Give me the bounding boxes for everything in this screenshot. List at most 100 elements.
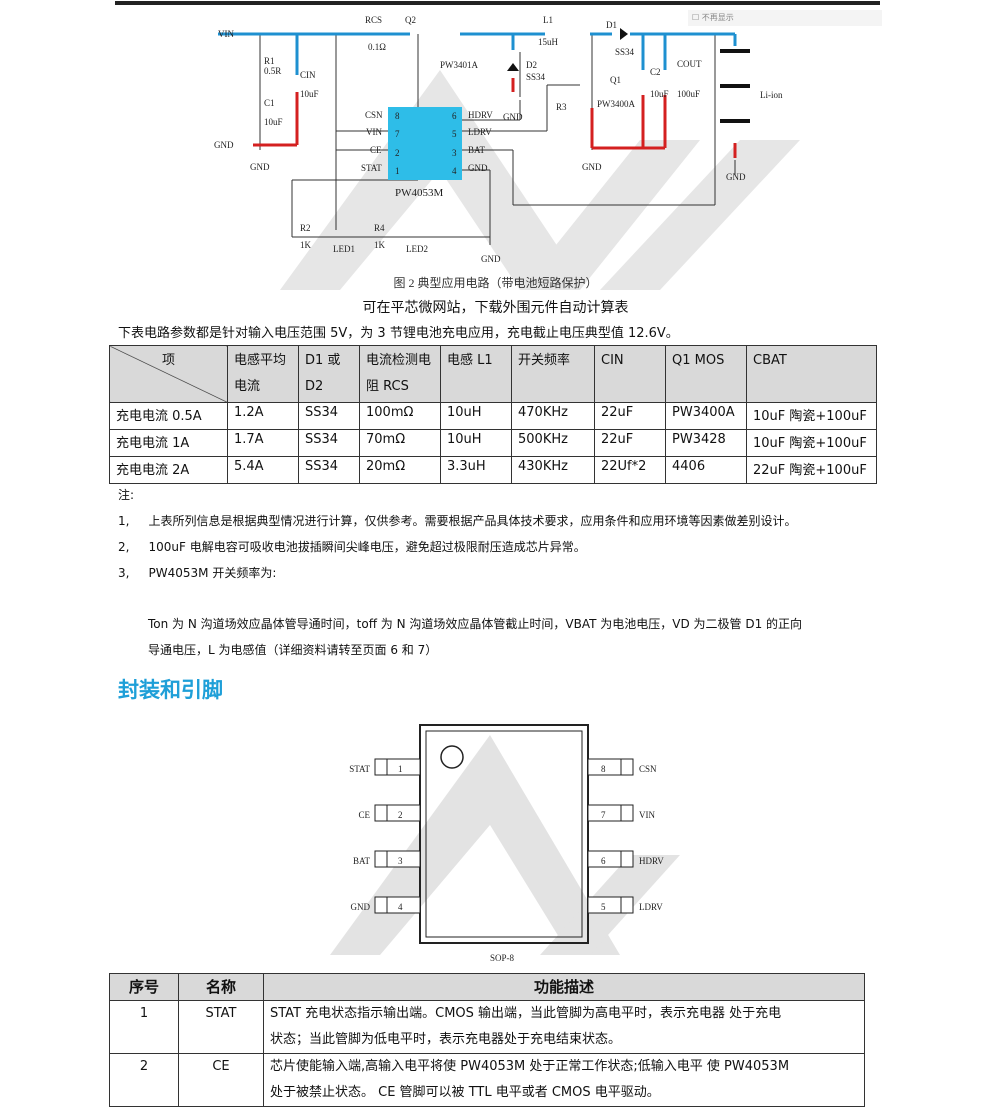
pin-ldrv: LDRV	[468, 127, 492, 137]
intro-text: 下表电路参数都是针对输入电压范围 5V，为 3 节锂电池充电应用，充电截止电压典…	[118, 326, 679, 341]
cell: 430KHz	[511, 456, 595, 484]
parameter-table: 项 电感平均电流 D1 或 D2 电流检测电阻 RCS 电感 L1 开关频率 C…	[109, 345, 877, 484]
schematic-diagram: VIN GND RCS 0.1Ω Q2 PW3401A L1 15uH D1 S…	[214, 15, 800, 290]
desc-line: 芯片使能输入端,高输入电平将使 PW4053M 处于正常工作状态;低输入电平 使…	[270, 1059, 790, 1074]
cell: CE	[178, 1053, 264, 1107]
cell: 2	[109, 1053, 179, 1107]
figure-caption: 图 2 典型应用电路（带电池短路保护）	[393, 276, 598, 290]
pin-number: 8	[601, 764, 606, 774]
header-cell: 名称	[178, 973, 264, 1001]
cell: 100mΩ	[359, 402, 441, 430]
d1-label: D1	[606, 20, 617, 30]
header-cell: 功能描述	[263, 973, 865, 1001]
cell: 充电电流 0.5A	[109, 402, 228, 430]
battery-cells	[720, 49, 750, 123]
r4-label: R4	[374, 223, 385, 233]
ic-chip	[388, 107, 462, 180]
c2-label: C2	[650, 67, 661, 77]
pin-hdrv: HDRV	[468, 110, 493, 120]
pin-csn: CSN	[365, 110, 383, 120]
cell: 1	[109, 1000, 179, 1054]
note-num: 1,	[118, 514, 130, 528]
pin-number: 7	[601, 810, 606, 820]
pin-name: STAT	[349, 764, 370, 774]
note-text: 上表所列信息是根据典型情况进行计算，仅供参考。需要根据产品具体技术要求，应用条件…	[148, 514, 797, 528]
cell: 500KHz	[511, 429, 595, 457]
note-num: 2,	[118, 540, 130, 554]
cell: 芯片使能输入端,高输入电平将使 PW4053M 处于正常工作状态;低输入电平 使…	[263, 1053, 865, 1107]
pin-name: CSN	[639, 764, 657, 774]
desc-line: 状态；当此管脚为低电平时，表示充电器处于充电结束状态。	[270, 1032, 622, 1047]
cell: 22Uf*2	[594, 456, 666, 484]
pin-name: HDRV	[639, 856, 664, 866]
header-cell: 项	[109, 345, 228, 403]
pin-8: 8	[395, 111, 400, 121]
note-3: 3, PW4053M 开关频率为:	[118, 564, 276, 581]
r2-label: R2	[300, 223, 311, 233]
pin-3: 3	[452, 148, 457, 158]
c1-value: 10uF	[264, 117, 283, 127]
gnd-symbol-label: GND	[582, 162, 602, 172]
cin-value: 10uF	[300, 89, 319, 99]
note-1: 1, 上表所列信息是根据典型情况进行计算，仅供参考。需要根据产品具体技术要求，应…	[118, 512, 797, 529]
c2-value: 10uF	[650, 89, 669, 99]
section-heading: 封装和引脚	[118, 678, 223, 702]
cout-label: COUT	[677, 59, 702, 69]
cell: 1.7A	[227, 429, 299, 457]
led2-label: LED2	[406, 244, 428, 254]
notes-title: 注:	[118, 488, 135, 502]
ic-label: PW4053M	[395, 187, 444, 199]
pin-number: 1	[398, 764, 403, 774]
q2-part: PW3401A	[440, 60, 479, 70]
header-cell: 开关频率	[511, 345, 595, 403]
pin-name: LDRV	[639, 902, 663, 912]
cell: PW3428	[665, 429, 747, 457]
cell: PW3400A	[665, 402, 747, 430]
cell: 10uF 陶瓷+100uF	[746, 402, 877, 430]
cell: 充电电流 2A	[109, 456, 228, 484]
cell: 10uH	[440, 402, 512, 430]
dont-show-again-checkbox[interactable]: ☐ 不再显示	[688, 10, 882, 26]
pin-vin: VIN	[366, 127, 382, 137]
note-2: 2, 100uF 电解电容可吸收电池拔插瞬间尖峰电压，避免超过极限耐压造成芯片异…	[118, 538, 586, 555]
l1-label: L1	[543, 15, 553, 25]
cout-value: 100uF	[677, 89, 700, 99]
pin-4: 4	[452, 166, 457, 176]
cell: SS34	[298, 402, 360, 430]
gnd-in-label: GND	[214, 140, 234, 150]
d1-part: SS34	[615, 47, 635, 57]
gnd-symbol-label: GND	[481, 254, 501, 264]
header-cell: D1 或 D2	[298, 345, 360, 403]
header-cell: 电流检测电阻 RCS	[359, 345, 441, 403]
led1-label: LED1	[333, 244, 355, 254]
cell: 4406	[665, 456, 747, 484]
r1-label: R1	[264, 56, 275, 66]
pin-function-table: 序号 名称 功能描述 1 STAT STAT 充电状态指示输出端。CMOS 输出…	[109, 973, 865, 1107]
d1-diode-icon	[620, 28, 628, 40]
pin-bat: BAT	[468, 145, 486, 155]
cell: 70mΩ	[359, 429, 441, 457]
pin-6: 6	[452, 111, 457, 121]
pin-1: 1	[395, 166, 400, 176]
pin-name: BAT	[353, 856, 371, 866]
r3-label: R3	[556, 102, 567, 112]
cell: 充电电流 1A	[109, 429, 228, 457]
cell: SS34	[298, 456, 360, 484]
q1-part: PW3400A	[597, 99, 636, 109]
note-paragraph: Ton 为 N 沟道场效应晶体管导通时间，toff 为 N 沟道场效应晶体管截止…	[148, 617, 803, 631]
note-text: 100uF 电解电容可吸收电池拔插瞬间尖峰电压，避免超过极限耐压造成芯片异常。	[148, 540, 586, 554]
table-header-row: 项 电感平均电流 D1 或 D2 电流检测电阻 RCS 电感 L1 开关频率 C…	[109, 345, 877, 403]
d2-label: D2	[526, 60, 537, 70]
pin-name: GND	[351, 902, 371, 912]
r2-value: 1K	[300, 240, 312, 250]
cell: 22uF	[594, 402, 666, 430]
pin-ce: CE	[370, 145, 382, 155]
pin-5: 5	[452, 129, 457, 139]
table-row: 2 CE 芯片使能输入端,高输入电平将使 PW4053M 处于正常工作状态;低输…	[109, 1053, 865, 1107]
pin-number: 6	[601, 856, 606, 866]
ic-body	[419, 724, 589, 944]
